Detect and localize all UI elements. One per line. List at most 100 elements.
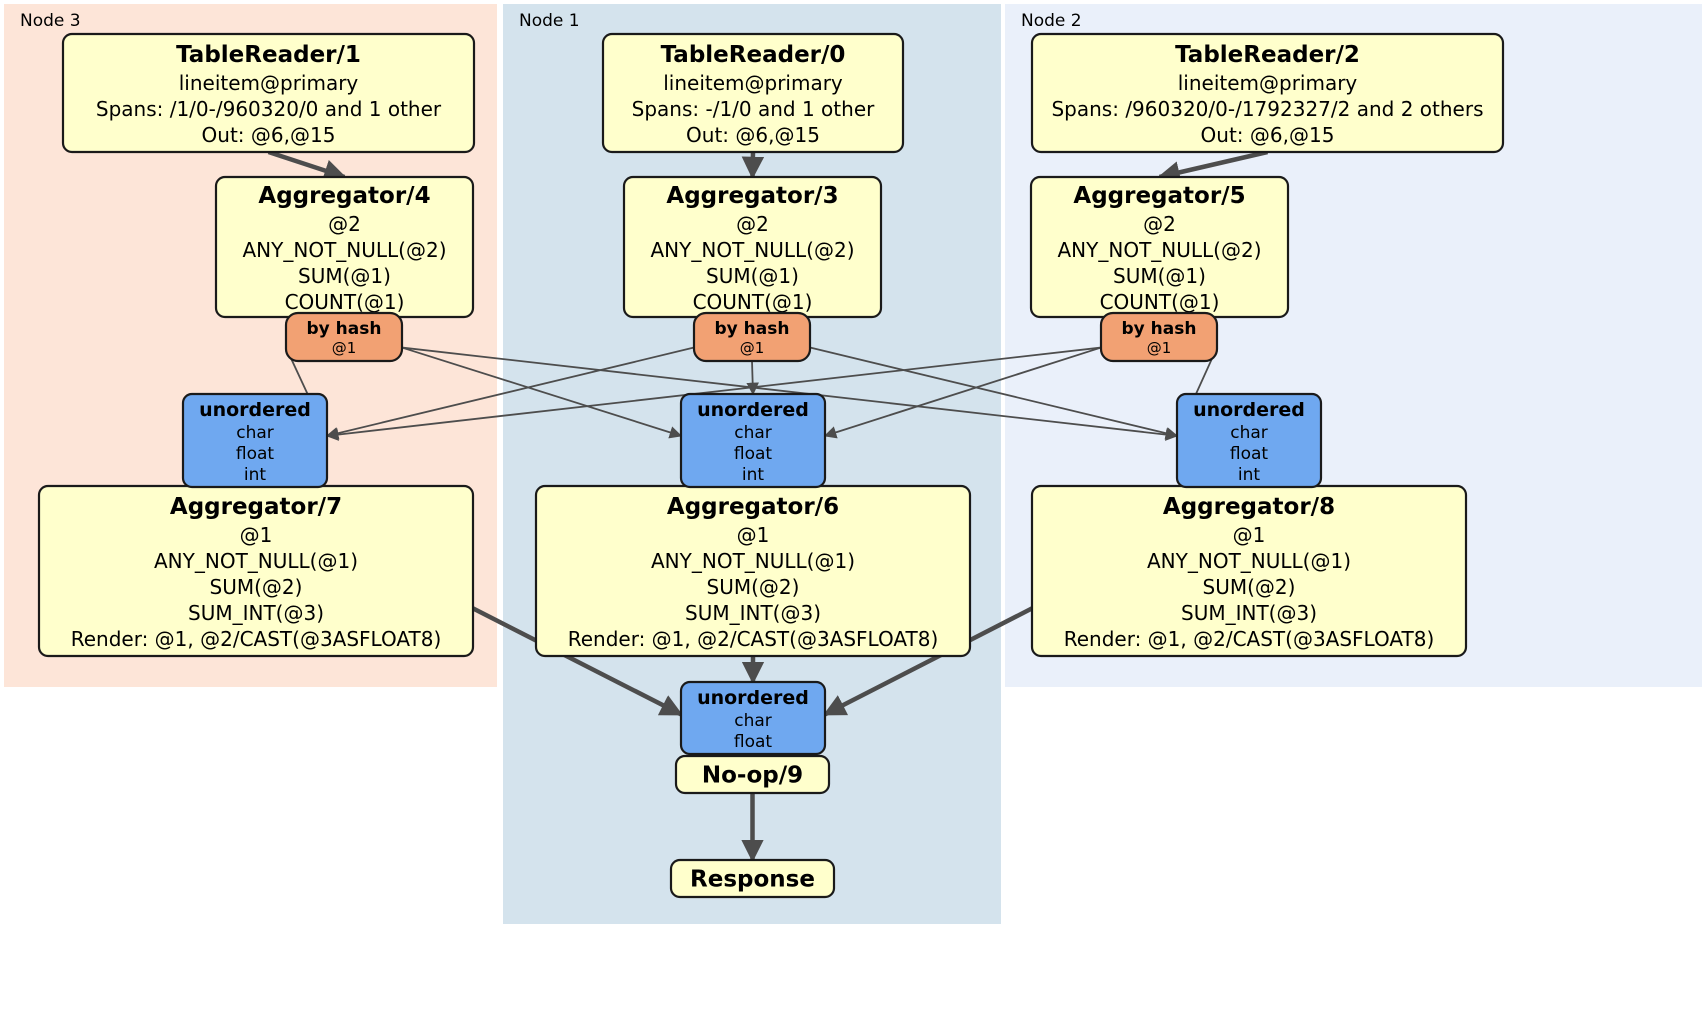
box-title: TableReader/1 (176, 42, 361, 68)
box-line: SUM(@2) (707, 575, 800, 599)
box-line: ANY_NOT_NULL(@2) (243, 238, 447, 262)
box-title: unordered (697, 687, 809, 709)
box-shape[interactable] (61, 32, 476, 154)
box-line: Render: @1, @2/CAST(@3ASFLOAT8) (71, 627, 442, 651)
box-line: @1 (332, 339, 357, 357)
box-title: Aggregator/4 (258, 183, 430, 209)
box-line: SUM_INT(@3) (1181, 601, 1317, 625)
box-line: ANY_NOT_NULL(@1) (1147, 549, 1351, 573)
edge-by-hash-node1-to-unordered-node2 (809, 346, 1179, 440)
box-title: unordered (1193, 399, 1305, 421)
box-line: lineitem@primary (1178, 71, 1358, 95)
box-line: SUM_INT(@3) (685, 601, 821, 625)
panel-label: Node 1 (519, 11, 580, 31)
box-line: Out: @6,@15 (202, 123, 336, 147)
box-shape[interactable] (1175, 392, 1323, 489)
edge-tablereader-2-to-aggregator-5 (1157, 149, 1269, 184)
edge-by-hash-node1-to-unordered-node1 (746, 360, 759, 396)
box-line: @1 (737, 523, 770, 547)
box-title: TableReader/0 (661, 42, 846, 68)
box-shape[interactable] (181, 392, 329, 489)
box-line: SUM(@2) (1203, 575, 1296, 599)
box-line: @1 (740, 339, 765, 357)
box-line: char (1230, 423, 1268, 443)
edge-by-hash-node2-to-unordered-node1 (823, 346, 1102, 439)
box-line: COUNT(@1) (693, 290, 813, 314)
box-shape[interactable] (601, 32, 905, 154)
box-line: SUM(@1) (298, 264, 391, 288)
box-line: SUM(@1) (1113, 264, 1206, 288)
box-title: unordered (697, 399, 809, 421)
box-line: COUNT(@1) (1100, 290, 1220, 314)
edge-aggregator-8-to-unordered-final (822, 606, 1034, 717)
box-line: ANY_NOT_NULL(@1) (651, 549, 855, 573)
box-shape[interactable] (1030, 32, 1505, 154)
box-line: int (1238, 465, 1260, 485)
box-line: int (244, 465, 266, 485)
box-line: Spans: -/1/0 and 1 other (632, 97, 875, 121)
edges-layer (267, 149, 1269, 863)
panel-label: Node 3 (20, 11, 81, 31)
router-by-hash-node2[interactable]: by hash@1 (1099, 311, 1219, 363)
proc-aggregator-3[interactable]: Aggregator/3@2ANY_NOT_NULL(@2)SUM(@1)COU… (622, 175, 883, 319)
box-line: @1 (240, 523, 273, 547)
box-line: @2 (1143, 212, 1176, 236)
box-line: ANY_NOT_NULL(@2) (651, 238, 855, 262)
box-line: Render: @1, @2/CAST(@3ASFLOAT8) (568, 627, 939, 651)
proc-aggregator-8[interactable]: Aggregator/8 @1ANY_NOT_NULL(@1)SUM(@2)SUM… (1030, 484, 1468, 658)
box-line: lineitem@primary (663, 71, 843, 95)
proc-aggregator-7[interactable]: Aggregator/7@1ANY_NOT_NULL(@1)SUM(@2)SUM… (37, 484, 475, 658)
proc-response[interactable]: Response (669, 858, 836, 899)
proc-aggregator-4[interactable]: Aggregator/4@2ANY_NOT_NULL(@2)SUM(@1)COU… (214, 175, 475, 319)
box-title: by hash (715, 319, 790, 339)
edge-by-hash-node3-to-unordered-node1 (401, 346, 683, 439)
box-shape[interactable] (679, 680, 827, 756)
box-line: Spans: /1/0-/960320/0 and 1 other (96, 97, 442, 121)
edge-aggregator-7-to-unordered-final (471, 606, 684, 717)
box-shape[interactable] (1099, 311, 1219, 363)
box-line: float (236, 444, 275, 464)
box-line: COUNT(@1) (285, 290, 405, 314)
router-by-hash-node1[interactable]: by hash@1 (692, 311, 812, 363)
box-line: lineitem@primary (179, 71, 359, 95)
box-line: char (236, 423, 274, 443)
box-line: @1 (1233, 523, 1266, 547)
box-title: by hash (307, 319, 382, 339)
box-title: by hash (1122, 319, 1197, 339)
box-line: Out: @6,@15 (1201, 123, 1335, 147)
box-shape[interactable] (692, 311, 812, 363)
box-title: Aggregator/7 (170, 494, 342, 520)
box-title: Aggregator/8 (1163, 494, 1335, 520)
router-by-hash-node3[interactable]: by hash@1 (284, 311, 404, 363)
box-title: Response (690, 867, 815, 893)
box-title: Aggregator/6 (667, 494, 839, 520)
box-line: char (734, 711, 772, 731)
box-shape[interactable] (679, 392, 827, 489)
proc-aggregator-5[interactable]: Aggregator/5@2ANY_NOT_NULL(@2)SUM(@1)COU… (1029, 175, 1290, 319)
box-line: SUM(@2) (210, 575, 303, 599)
edge-tablereader-1-to-aggregator-4 (267, 149, 347, 182)
proc-no-op-9[interactable]: No-op/9 (674, 754, 831, 795)
box-title: Aggregator/3 (666, 183, 838, 209)
box-shape[interactable] (669, 858, 836, 899)
box-line: @1 (1147, 339, 1172, 357)
box-title: No-op/9 (702, 763, 803, 789)
box-title: Aggregator/5 (1073, 183, 1245, 209)
box-title: TableReader/2 (1175, 42, 1360, 68)
proc-aggregator-6[interactable]: Aggregator/6 @1ANY_NOT_NULL(@1)SUM(@2)SUM… (534, 484, 972, 658)
edge-by-hash-node2-to-unordered-node3 (325, 346, 1102, 441)
box-shape[interactable] (284, 311, 404, 363)
box-line: char (734, 423, 772, 443)
edge-by-hash-node3-to-unordered-node2 (401, 346, 1179, 441)
box-shape[interactable] (674, 754, 831, 795)
edge-tablereader-0-to-aggregator-3 (741, 151, 765, 180)
